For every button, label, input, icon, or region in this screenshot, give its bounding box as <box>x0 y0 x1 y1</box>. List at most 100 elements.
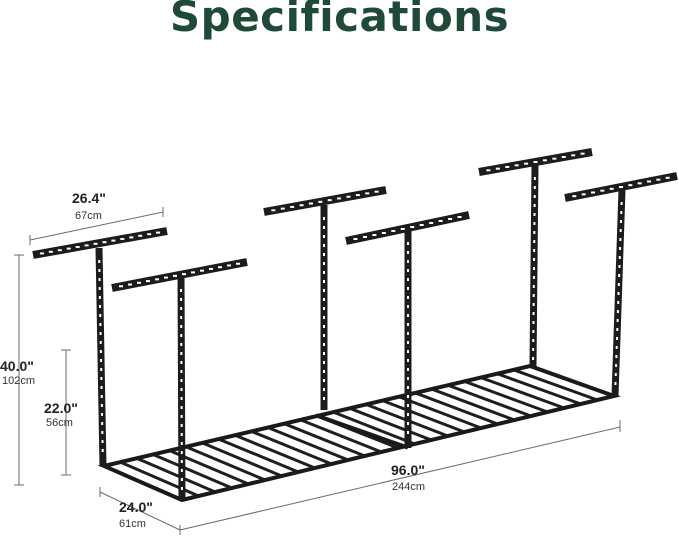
deck-slat <box>250 429 333 466</box>
bracket-slot <box>374 190 379 193</box>
bracket-slot <box>552 157 557 160</box>
post-hole <box>98 287 101 290</box>
post-hole <box>180 352 183 355</box>
min-height-metric: 56cm <box>46 417 73 429</box>
bracket-slot <box>580 152 585 155</box>
bracket-slot <box>290 205 295 208</box>
bracket-slot <box>533 161 538 163</box>
deck-slat <box>119 460 200 498</box>
min-height-label: 22.0" <box>44 400 78 416</box>
post-hole <box>616 319 619 322</box>
bracket-slot <box>111 239 116 242</box>
bracket-slot <box>561 156 566 158</box>
bracket-slot <box>102 241 107 244</box>
deck-slat <box>185 445 266 482</box>
post-hole <box>616 310 619 313</box>
bracket-slot <box>120 238 125 240</box>
bracket-slot <box>308 202 313 205</box>
post-hole <box>323 325 325 328</box>
deck-slat <box>398 395 482 430</box>
deck-slat <box>480 376 565 410</box>
post-hole <box>180 289 183 292</box>
post-hole <box>407 377 409 380</box>
post-hole <box>180 469 183 472</box>
post-hole <box>407 305 409 308</box>
deck-slat <box>234 433 316 470</box>
deck-slat <box>201 441 283 478</box>
bracket-slot <box>400 228 405 230</box>
post-hole <box>180 388 183 391</box>
post-hole <box>180 433 183 436</box>
post-hole <box>101 431 104 434</box>
deck-slat <box>447 383 532 418</box>
post-hole <box>98 269 101 272</box>
bracket-slot <box>429 222 434 224</box>
page-title: Specifications <box>169 0 510 41</box>
post-hole <box>323 352 325 355</box>
bracket-slot <box>75 246 80 248</box>
ceiling-bracket <box>32 227 168 259</box>
post-hole <box>407 395 409 398</box>
post-hole <box>101 413 104 416</box>
bracket-slot <box>637 182 642 185</box>
post-hole <box>180 307 183 310</box>
post-hole <box>180 325 183 328</box>
bracket-slot <box>227 264 231 267</box>
depth-metric: 61cm <box>119 518 146 530</box>
post-hole <box>101 422 104 425</box>
post-hole <box>99 323 102 326</box>
post-hole <box>323 316 325 319</box>
post-hole <box>99 341 102 344</box>
post-hole <box>100 368 103 371</box>
bracket-slot <box>66 247 71 250</box>
shelf-frame <box>97 363 621 503</box>
post-hole <box>98 260 101 263</box>
post-hole <box>533 258 536 261</box>
bracket-slot <box>155 278 159 281</box>
length-line <box>179 426 621 531</box>
dimension-lines <box>14 207 621 535</box>
post-hole <box>323 235 325 238</box>
bracket-slot <box>84 244 89 247</box>
post-hole <box>616 337 619 340</box>
post-hole <box>180 379 183 382</box>
post-hole <box>407 368 409 371</box>
post-hole <box>323 253 325 256</box>
bracket-slot <box>337 197 342 200</box>
post-hole <box>323 397 325 400</box>
deck-slat <box>496 372 582 406</box>
post-hole <box>180 370 183 373</box>
post-hole <box>533 195 536 198</box>
post-hole <box>323 388 325 391</box>
bracket-slot <box>524 162 529 165</box>
post-hole <box>533 231 536 234</box>
deck-slat <box>382 399 465 434</box>
post-hole <box>407 287 409 290</box>
post-hole <box>533 186 536 189</box>
post-hole <box>323 370 325 373</box>
deck-slat <box>283 422 366 458</box>
bracket-slot <box>609 187 614 190</box>
post-hole <box>180 424 183 427</box>
post-hole <box>616 328 619 331</box>
bracket-slot <box>647 180 651 183</box>
post-hole <box>407 323 409 326</box>
bracket-slot <box>147 233 152 236</box>
post-hole <box>407 332 409 335</box>
bracket-slot <box>146 280 150 283</box>
post-hole <box>618 265 621 268</box>
bracket-width-line <box>29 211 164 241</box>
post-hole <box>323 334 325 337</box>
post-hole <box>532 276 535 279</box>
bracket-slot <box>48 250 53 253</box>
bracket-slot <box>656 178 661 181</box>
post-hole <box>533 177 536 180</box>
post-hole <box>180 334 183 337</box>
bracket-slot <box>129 236 134 239</box>
post-hole <box>533 213 536 216</box>
post-hole <box>323 343 325 346</box>
post-hole <box>323 298 325 301</box>
post-hole <box>532 321 535 324</box>
post-hole <box>533 204 536 207</box>
